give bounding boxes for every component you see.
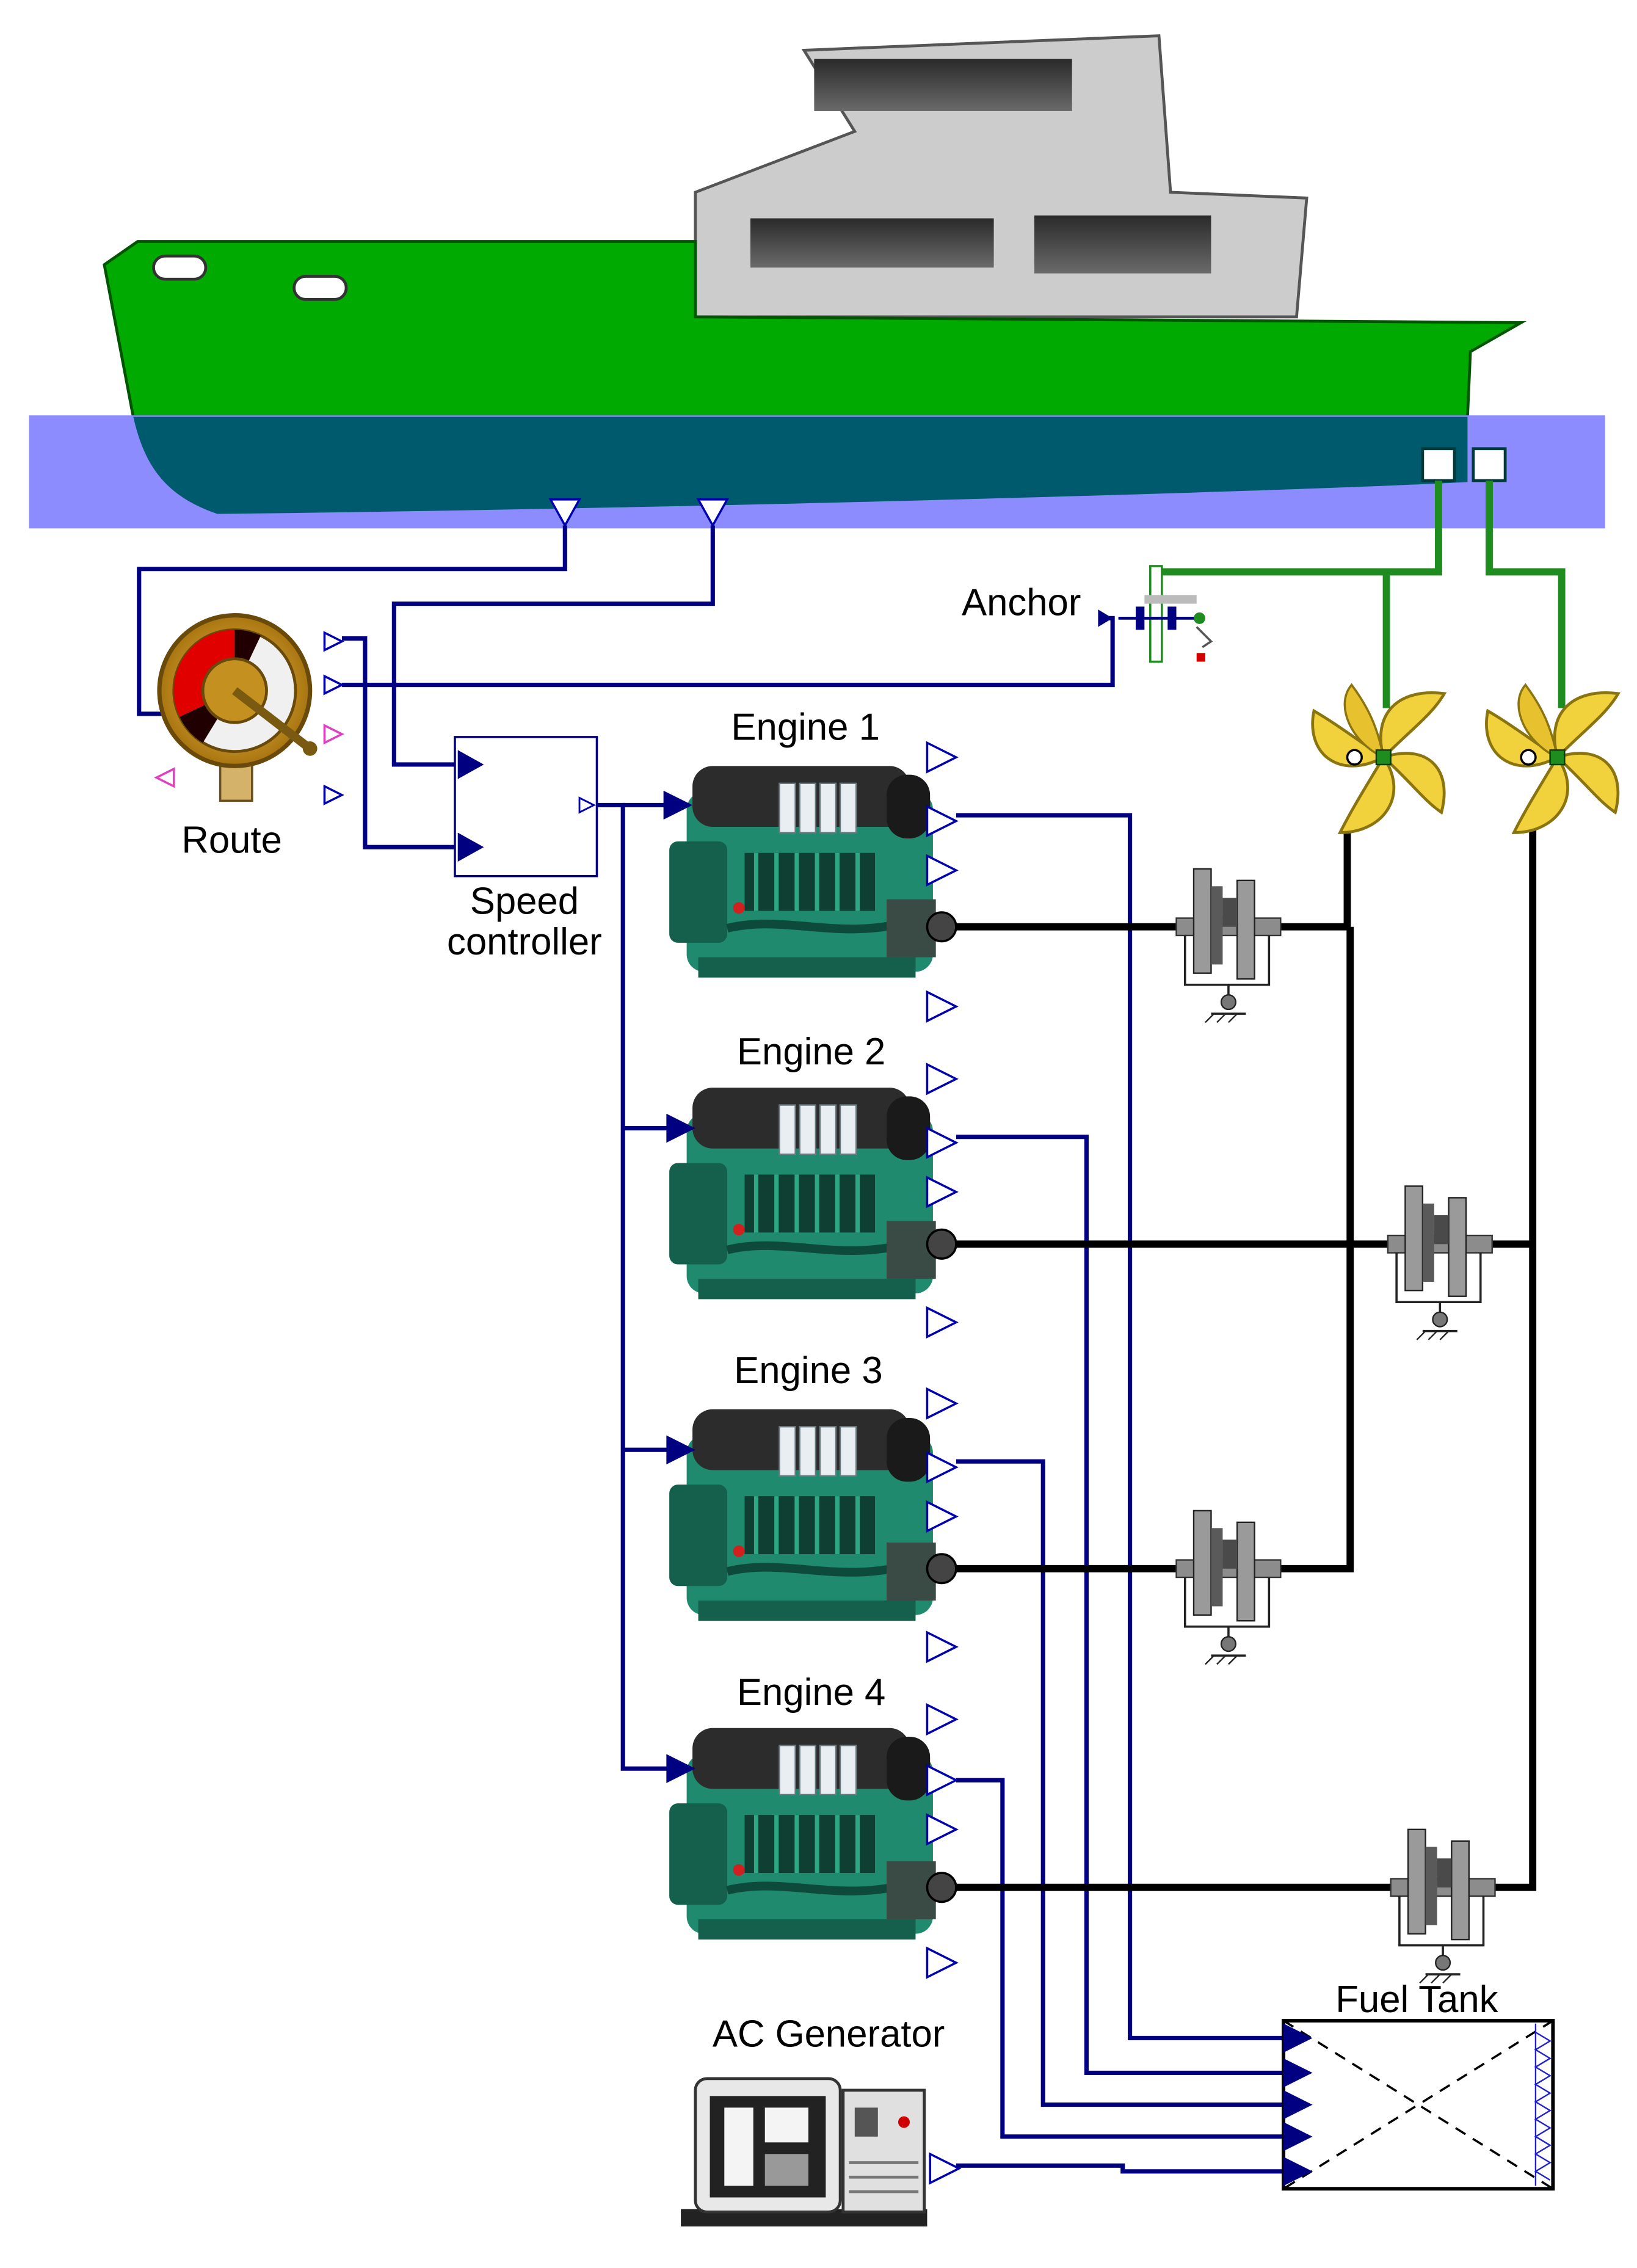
engine-label: Engine 4 (737, 1671, 885, 1714)
diesel-engine-icon (669, 1728, 936, 1939)
gearbox-icon (1175, 1510, 1282, 1666)
route-block[interactable]: Route (154, 613, 344, 862)
diesel-engine-icon (669, 766, 936, 977)
speed-controller-label-line2: controller (447, 921, 602, 963)
engine-3[interactable]: Engine 3 (666, 1350, 957, 1663)
generator-icon (681, 2077, 927, 2226)
ship-wheel-icon (157, 613, 318, 802)
shaft-lines (942, 822, 1537, 1891)
gearbox-icon (1389, 1828, 1497, 1985)
speed-controller-label-line1: Speed (470, 880, 579, 922)
route-port (323, 674, 344, 696)
engine-4[interactable]: Engine 4 (666, 1671, 957, 1979)
hull-port-1 (1421, 447, 1456, 482)
gearbox-3[interactable] (1175, 1510, 1282, 1666)
hull-port-2 (1472, 447, 1507, 482)
gearbox-1[interactable] (1175, 868, 1282, 1024)
gearbox-4[interactable] (1389, 1828, 1497, 1985)
diesel-engine-icon (669, 1409, 936, 1621)
engine-label: Engine 3 (734, 1350, 882, 1392)
route-port (323, 784, 344, 805)
gearbox-2[interactable] (1387, 1185, 1494, 1341)
hull-signal-port-1 (548, 498, 582, 528)
ac-generator-label: AC Generator (713, 2013, 945, 2055)
route-port (323, 724, 344, 745)
engine-2[interactable]: Engine 2 (666, 1031, 957, 1338)
anchor-label: Anchor (962, 582, 1081, 624)
hull-submerged (133, 416, 1468, 514)
speed-controller-block[interactable]: Speed controller (447, 736, 602, 963)
propeller-icon (1486, 685, 1618, 833)
gearbox-icon (1175, 868, 1282, 1024)
propeller-1[interactable] (1313, 685, 1445, 833)
route-port (323, 631, 344, 652)
fuel-tank-block[interactable]: Fuel Tank (1282, 1979, 1555, 2191)
ac-generator-block[interactable]: AC Generator (681, 2013, 960, 2226)
gearbox-icon (1387, 1185, 1494, 1341)
engine-label: Engine 1 (731, 707, 879, 749)
route-port (154, 767, 175, 788)
diesel-engine-icon (669, 1088, 936, 1299)
engine-label: Engine 2 (737, 1031, 885, 1073)
route-label: Route (181, 820, 282, 862)
hull-signal-port-2 (696, 498, 730, 528)
ship-hull (103, 34, 1527, 418)
propeller-icon (1313, 685, 1445, 833)
engine-1[interactable]: Engine 1 (663, 707, 957, 1022)
fuel-tank-label: Fuel Tank (1335, 1979, 1498, 2021)
anchor-block[interactable]: Anchor (962, 565, 1213, 663)
anchor-icon (1098, 565, 1213, 663)
propeller-2[interactable] (1486, 685, 1618, 833)
